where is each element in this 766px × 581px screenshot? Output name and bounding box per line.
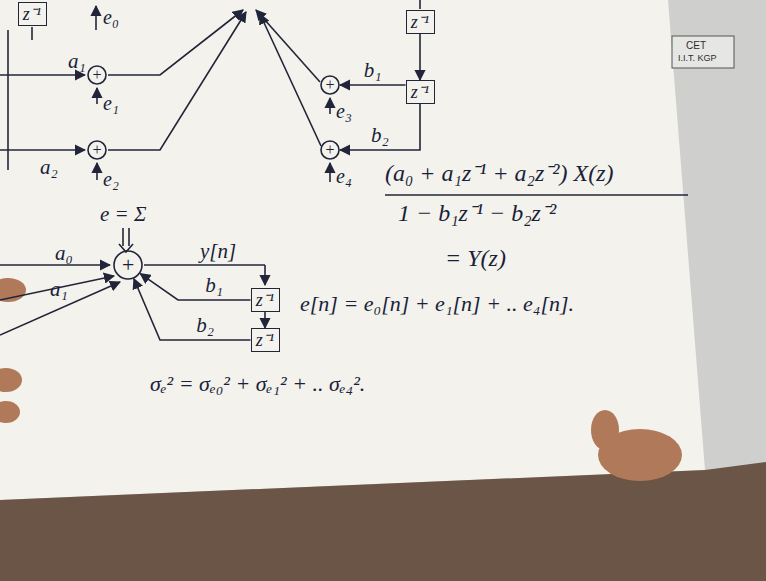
delay-label: z⁻¹: [256, 291, 274, 309]
logo-text: I.I.T. KGP: [678, 54, 717, 64]
adder-circle: +: [320, 75, 340, 95]
adder-circle: +: [320, 140, 340, 160]
signal-label: e₁: [103, 92, 119, 114]
signal-label: e₃: [336, 100, 352, 122]
equation-text: e[n] = e₀[n] + e₁[n] + .. e₄[n].: [300, 292, 574, 316]
equation-text: 1 − b₁z⁻¹ − b₂z⁻²: [398, 200, 556, 226]
feedback-connector: [264, 312, 266, 328]
equation-text: (a₀ + a₁z⁻¹ + a₂z⁻²) X(z): [385, 160, 613, 186]
logo-box: [672, 36, 734, 68]
adder-sign: +: [121, 254, 136, 276]
delay-box: z⁻¹: [251, 328, 280, 352]
delay-label: z⁻¹: [411, 13, 429, 31]
feedback-connector: [134, 279, 251, 340]
coefficient-label: b₁: [204, 274, 224, 297]
adder-circle: +: [87, 65, 107, 85]
adder-sign: +: [92, 67, 103, 83]
delay-label: z⁻¹: [411, 83, 429, 101]
signal-label: a₁: [50, 278, 68, 301]
feedback-connector: [140, 274, 250, 300]
signal-label: a₀: [55, 242, 73, 265]
equation-text: σₑ² = σₑ₀² + σₑ₁² + .. σₑ₄².: [150, 372, 365, 396]
adder-sign: +: [325, 142, 336, 158]
signal-label: e = Σ: [100, 203, 146, 226]
logo-text: CET: [686, 40, 706, 51]
feedback-connector: [340, 104, 420, 150]
coefficient-label: b₂: [195, 314, 215, 337]
delay-box: z⁻¹: [406, 10, 435, 34]
adder-circle: +: [113, 250, 143, 280]
coefficient-label: b₂: [370, 124, 390, 147]
signal-label: e₂: [103, 168, 119, 190]
feedback-connector: [340, 84, 406, 86]
signal-label: y[n]: [200, 240, 236, 263]
hand: [0, 278, 682, 481]
coefficient-label: b₁: [363, 59, 383, 82]
feedback-connector: [419, 34, 421, 80]
delay-box: z⁻¹: [251, 288, 280, 312]
delay-label: z⁻¹: [23, 5, 41, 23]
signal-label: a₁: [68, 50, 86, 73]
adder-sign: +: [325, 77, 336, 93]
signal-label: e₄: [336, 165, 352, 187]
adder-circle: +: [87, 140, 107, 160]
delay-box: z⁻¹: [406, 80, 435, 104]
signal-label: a₂: [40, 156, 58, 179]
paper-sheet: [0, 0, 705, 500]
signal-label: e₀: [103, 6, 119, 28]
signal-wires: [0, 0, 688, 335]
delay-label: z⁻¹: [256, 331, 274, 349]
equation-text: = Y(z): [445, 245, 506, 271]
delay-box: z⁻¹: [18, 2, 47, 26]
adder-sign: +: [92, 142, 103, 158]
